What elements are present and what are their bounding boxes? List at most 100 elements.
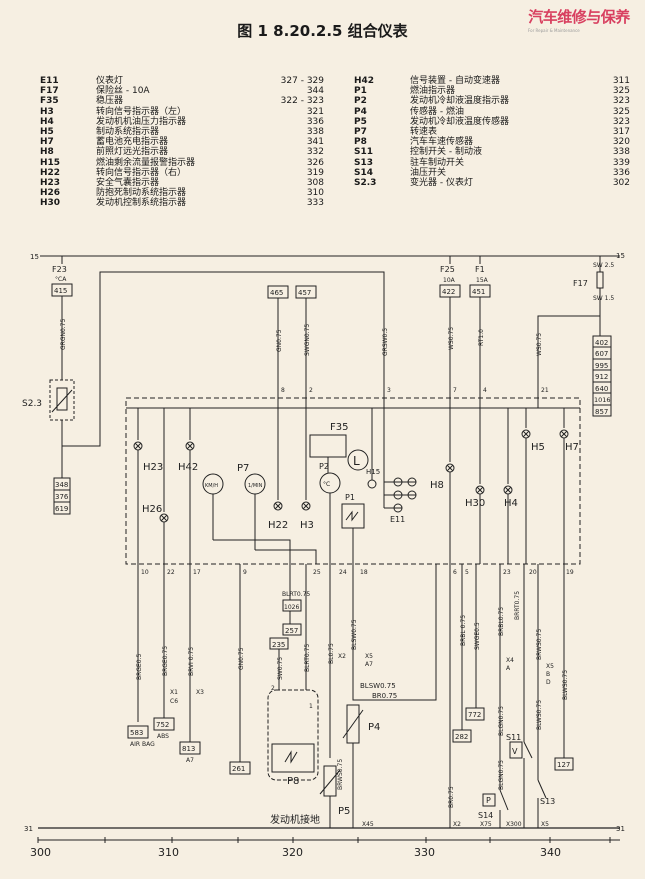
legend-page: 332: [306, 147, 324, 158]
coolant-sender-p5: [323, 765, 337, 797]
legend-code: H8: [40, 147, 54, 158]
tachometer-p7-label: P7: [237, 463, 249, 474]
pin-21: 21: [541, 387, 549, 394]
ref-912: 912: [595, 373, 608, 381]
legend-page: 341: [306, 137, 324, 148]
conn-x5: X5: [365, 653, 373, 660]
lamp-h26-label: H26: [142, 504, 162, 515]
fuse-f1-rating: 15A: [476, 277, 489, 284]
wire-br2-label: BR0.75: [448, 786, 455, 808]
ground-rail-label-left: 31: [24, 825, 33, 833]
ref-235: 235: [272, 641, 285, 649]
fuse-f17-label: F17: [573, 279, 588, 288]
pin-3: 3: [387, 387, 391, 394]
legend-page: 322 - 323: [280, 96, 324, 107]
coolant-gauge-p2-label: P2: [319, 462, 329, 471]
ref-402: 402: [595, 339, 608, 347]
dimmer-s23-box: [49, 379, 75, 421]
legend-code: H42: [354, 76, 375, 86]
legend-desc: 发动机控制系统指示器: [96, 198, 187, 209]
legend-code: H4: [40, 116, 54, 127]
wire-grgn-label: GRGN0.75: [60, 319, 67, 350]
dimmer-s23-label: S2.3: [22, 399, 42, 409]
wire-sw15-label: SW 1.5: [593, 295, 614, 302]
pin-20: 20: [529, 569, 537, 576]
legend-page: 339: [612, 157, 630, 168]
fuel-gauge-symbol: L: [353, 454, 360, 468]
legend-code: P8: [354, 137, 367, 148]
legend-code: S2.3: [354, 178, 377, 189]
legend-desc: 转向信号指示器（左）: [96, 106, 187, 117]
wire-brbl-label: BRBL 0.75: [460, 615, 467, 646]
oil-switch-s14-label: S14: [478, 811, 493, 820]
legend-desc: 控制开关 - 制动液: [410, 147, 482, 158]
legend-desc: 燃油指示器: [410, 86, 456, 97]
legend-code: P5: [354, 116, 367, 127]
dimmer-s23-resistor: [56, 387, 68, 411]
rail-label-right: 15: [616, 252, 625, 260]
pin-9: 9: [243, 569, 247, 576]
wire-blgn-label: BLGN0.75: [498, 706, 505, 736]
speed-sensor-p8-box: [267, 689, 319, 781]
ref-257-box: [282, 623, 302, 636]
lamp-h42-label: H42: [178, 462, 198, 473]
legend-desc: 防抱死制动系统指示器: [96, 188, 187, 199]
wire-gn2-label: GN0.75: [238, 647, 245, 670]
conn-x5g: X5: [541, 821, 549, 828]
fuse-f17-symbol: [596, 271, 604, 289]
ref-1016: 1016: [594, 396, 611, 404]
wire-br-label: BR0.75: [372, 692, 397, 700]
abs-label: ABS: [157, 733, 169, 740]
legend-page: 323: [612, 96, 630, 107]
legend-page: 333: [306, 198, 324, 209]
legend-code: S13: [354, 157, 374, 168]
legend-desc: 发动机冷却液温度指示器: [410, 96, 510, 107]
wire-bl-label: BL0.75: [328, 643, 335, 664]
conn-d: D: [546, 679, 551, 686]
wire-ws2-label: WS0.75: [536, 333, 543, 356]
legend-desc: 发动机机油压力指示器: [96, 116, 187, 127]
legend-page: 310: [306, 188, 324, 199]
conn-x300: X300: [506, 821, 522, 828]
fuel-indicator-p1-box: [341, 503, 365, 529]
pin-25: 25: [313, 569, 321, 576]
legend-desc: 变光器 - 仪表灯: [410, 178, 473, 189]
pin-6: 6: [453, 569, 457, 576]
pin-18: 18: [360, 569, 368, 576]
legend-code: H23: [40, 178, 61, 189]
ref-1026-box: [282, 599, 302, 612]
conn-x1: X1: [170, 689, 178, 696]
ref-465: 465: [270, 289, 283, 297]
legend-desc: 保险丝 - 10A: [96, 86, 150, 97]
conn-x4: X4: [506, 657, 514, 664]
ref-127: 127: [557, 761, 570, 769]
legend-code: P4: [354, 106, 367, 117]
conn-x5b: X5: [546, 663, 554, 670]
wire-swge-label: SWGE0.5: [474, 622, 481, 650]
wire-gn-label: GN0.75: [276, 329, 283, 352]
pin-7: 7: [453, 387, 457, 394]
lamp-h22-label: H22: [268, 520, 288, 531]
wire-swgn-label: SWGN0.75: [304, 324, 311, 356]
instrument-cluster-outline: [125, 397, 581, 565]
indicator-lamps: [133, 408, 569, 564]
lamp-h8-label: H8: [430, 480, 444, 491]
ref-127-box: [554, 757, 574, 771]
wire-brge-label: BRGE0.5: [136, 654, 143, 680]
cluster-input-pins: [277, 378, 539, 408]
conn-x75: X75: [480, 821, 492, 828]
a7-label: A7: [186, 757, 194, 764]
pin-p8-2: 1: [309, 703, 313, 710]
pin-17: 17: [193, 569, 201, 576]
wire-grsw-label: GRSW0.5: [382, 328, 389, 356]
wire-brws2-label: BRWS0.75: [536, 629, 543, 660]
legend-desc: 信号装置 - 自动变速器: [410, 76, 500, 86]
ref-583: 583: [130, 729, 143, 737]
legend-code: E11: [40, 76, 59, 86]
